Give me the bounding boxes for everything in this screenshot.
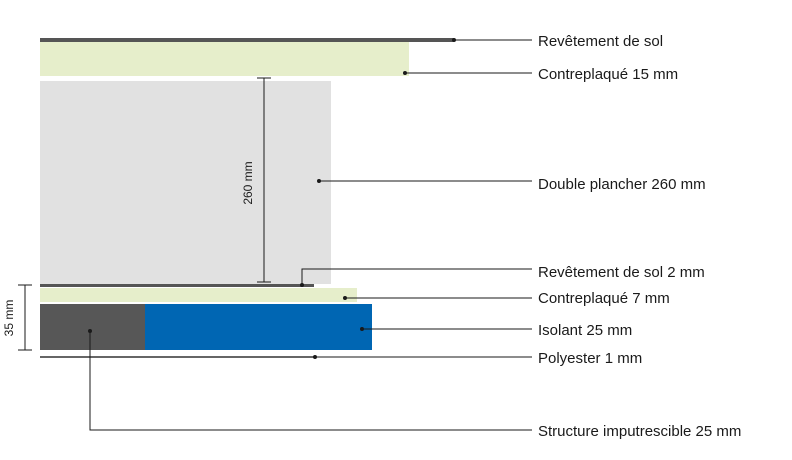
plywood-7-layer	[40, 288, 357, 302]
label-floor-covering: Revêtement de sol	[538, 33, 663, 50]
insulation-layer	[145, 304, 372, 350]
double-floor-layer	[40, 81, 331, 284]
plywood-15-layer	[40, 42, 409, 76]
label-double-floor: Double plancher 260 mm	[538, 176, 706, 193]
label-structure: Structure imputrescible 25 mm	[538, 423, 741, 440]
leader-floor-covering	[452, 38, 532, 42]
base-dimension-text: 35 mm	[2, 300, 16, 337]
leader-plywood-15	[403, 71, 532, 75]
leader-floor-covering-2	[300, 268, 532, 287]
label-plywood-15: Contreplaqué 15 mm	[538, 66, 678, 83]
leader-structure	[88, 329, 532, 431]
label-floor-covering-2: Revêtement de sol 2 mm	[538, 264, 705, 281]
label-plywood-7: Contreplaqué 7 mm	[538, 290, 670, 307]
floor-covering-layer	[40, 38, 454, 42]
label-insulation: Isolant 25 mm	[538, 322, 632, 339]
double-floor-dimension	[257, 77, 271, 283]
leader-plywood-7	[343, 296, 532, 300]
double-floor-dimension-text: 260 mm	[241, 161, 255, 204]
label-polyester: Polyester 1 mm	[538, 350, 642, 367]
leader-double-floor	[317, 179, 532, 183]
leader-insulation	[360, 327, 532, 331]
structure-layer	[40, 304, 145, 350]
base-dimension	[18, 284, 32, 351]
leader-polyester	[313, 355, 532, 359]
polyester-layer	[40, 356, 314, 358]
floor-covering-2-layer	[40, 284, 314, 287]
